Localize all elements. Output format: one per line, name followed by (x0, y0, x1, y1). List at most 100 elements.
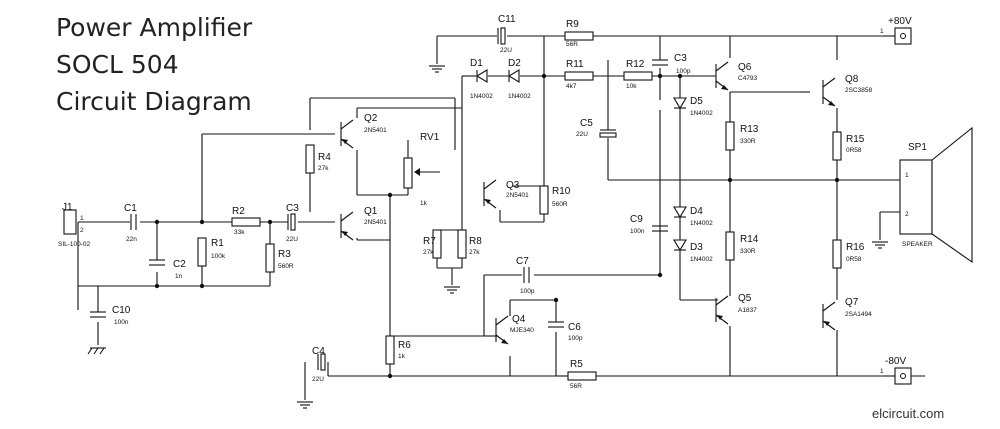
r7-label: R7 (423, 236, 436, 247)
c9-label: C9 (630, 214, 643, 225)
junction-dot (387, 192, 393, 198)
r1-resistor (197, 237, 207, 267)
j1-pin-2: 2 (80, 227, 84, 234)
r11-resistor (564, 71, 594, 81)
r10-value: 560R (552, 201, 568, 208)
junction-dot (267, 219, 273, 225)
title-line-3: Circuit Diagram (56, 87, 252, 116)
q4-value: MJE340 (510, 327, 534, 334)
junction-dot (199, 219, 205, 225)
c11-label: C11 (498, 14, 516, 25)
labels: J1SIL-100-0212C122nC21nC10100nR1100kR233… (58, 14, 933, 390)
q8-label: Q8 (845, 74, 859, 85)
q3-label: Q3 (506, 180, 520, 191)
r2-value: 33k (234, 229, 245, 236)
speaker-body (899, 159, 933, 235)
speaker-cone-icon (931, 126, 973, 264)
sp1-pin-2: 2 (905, 211, 909, 218)
r13-value: 330R (740, 138, 756, 145)
rail-terminal (894, 27, 912, 45)
positive-rail-label: +80V (888, 16, 912, 27)
r15-resistor (832, 131, 842, 161)
c2-value: 1n (175, 273, 183, 280)
r7-resistor (432, 229, 442, 259)
ground-icon (297, 401, 313, 409)
q1-transistor (340, 211, 354, 241)
rv1-wiper-icon (414, 168, 420, 176)
j1-connector (63, 209, 77, 235)
r14-value: 330R (740, 248, 756, 255)
q1-value: 2N5401 (364, 219, 387, 226)
c3-label: C3 (286, 203, 299, 214)
r12-resistor (623, 71, 653, 81)
q6-transistor (715, 61, 729, 91)
q8-transistor (822, 77, 836, 107)
r11-label: R11 (566, 59, 584, 70)
r8-value: 27k (469, 249, 480, 256)
r5-resistor (567, 371, 597, 381)
c1-label: C1 (124, 203, 137, 214)
c3-capacitor (287, 213, 296, 231)
d2-value: 1N4002 (508, 93, 531, 100)
r13-resistor (725, 121, 735, 151)
q2-value: 2N5401 (364, 127, 387, 134)
r3-label: R3 (278, 249, 291, 260)
terminal-screw-icon (900, 373, 906, 379)
j1-label: J1 (62, 202, 73, 213)
ground-icon (429, 65, 445, 73)
site-credit: elcircuit.com (872, 406, 945, 421)
d1-label: D1 (470, 58, 483, 69)
c3-label: C3 (674, 53, 687, 64)
q7-label: Q7 (845, 297, 859, 308)
rv1-potentiometer (403, 157, 413, 189)
q6-value: C4793 (738, 75, 758, 82)
r15-label: R15 (846, 134, 865, 145)
c2-capacitor (149, 259, 165, 266)
r13-label: R13 (740, 124, 759, 135)
title-line-1: Power Amplifier (56, 13, 253, 42)
r14-resistor (725, 231, 735, 261)
r11-value: 4k7 (566, 83, 577, 90)
r8-resistor (457, 229, 467, 259)
wires (77, 35, 925, 400)
q3-value: 2N5401 (506, 192, 529, 199)
r12-label: R12 (626, 59, 645, 70)
ground-icon (444, 286, 460, 294)
r6-label: R6 (398, 340, 411, 351)
d1-value: 1N4002 (470, 93, 493, 100)
q7-value: 2SA1494 (845, 311, 872, 318)
d5-value: 1N4002 (690, 110, 713, 117)
chassis-ground-tick (99, 347, 105, 355)
c3-value: 100p (676, 68, 691, 75)
q8-value: 2SC3858 (845, 87, 872, 94)
q6-label: Q6 (738, 62, 752, 73)
c9-value: 100n (630, 228, 645, 235)
q2-label: Q2 (364, 113, 378, 124)
d2-diode (507, 69, 520, 83)
c10-label: C10 (112, 305, 131, 316)
d5-diode (673, 97, 687, 110)
c4-value: 22U (312, 376, 324, 383)
c9-capacitor (652, 225, 668, 232)
r5-label: R5 (570, 359, 583, 370)
r8-label: R8 (469, 236, 482, 247)
q5-transistor (715, 295, 729, 325)
title-line-2: SOCL 504 (56, 50, 179, 79)
junction-dot (199, 283, 205, 289)
c4-capacitor (317, 353, 326, 371)
c1-capacitor (130, 214, 137, 230)
c5-label: C5 (580, 118, 593, 129)
rv1-value: 1k (420, 200, 428, 207)
sp1-value: SPEAKER (902, 241, 933, 248)
c11-capacitor (497, 27, 506, 45)
sp1-label: SP1 (908, 142, 927, 153)
r16-value: 0R58 (846, 256, 862, 263)
d4-diode (673, 206, 687, 219)
r4-label: R4 (318, 152, 331, 163)
r3-value: 560R (278, 263, 294, 270)
r2-resistor (231, 217, 261, 227)
q1-label: Q1 (364, 206, 378, 217)
r9-label: R9 (566, 19, 579, 30)
r12-value: 10k (626, 83, 637, 90)
